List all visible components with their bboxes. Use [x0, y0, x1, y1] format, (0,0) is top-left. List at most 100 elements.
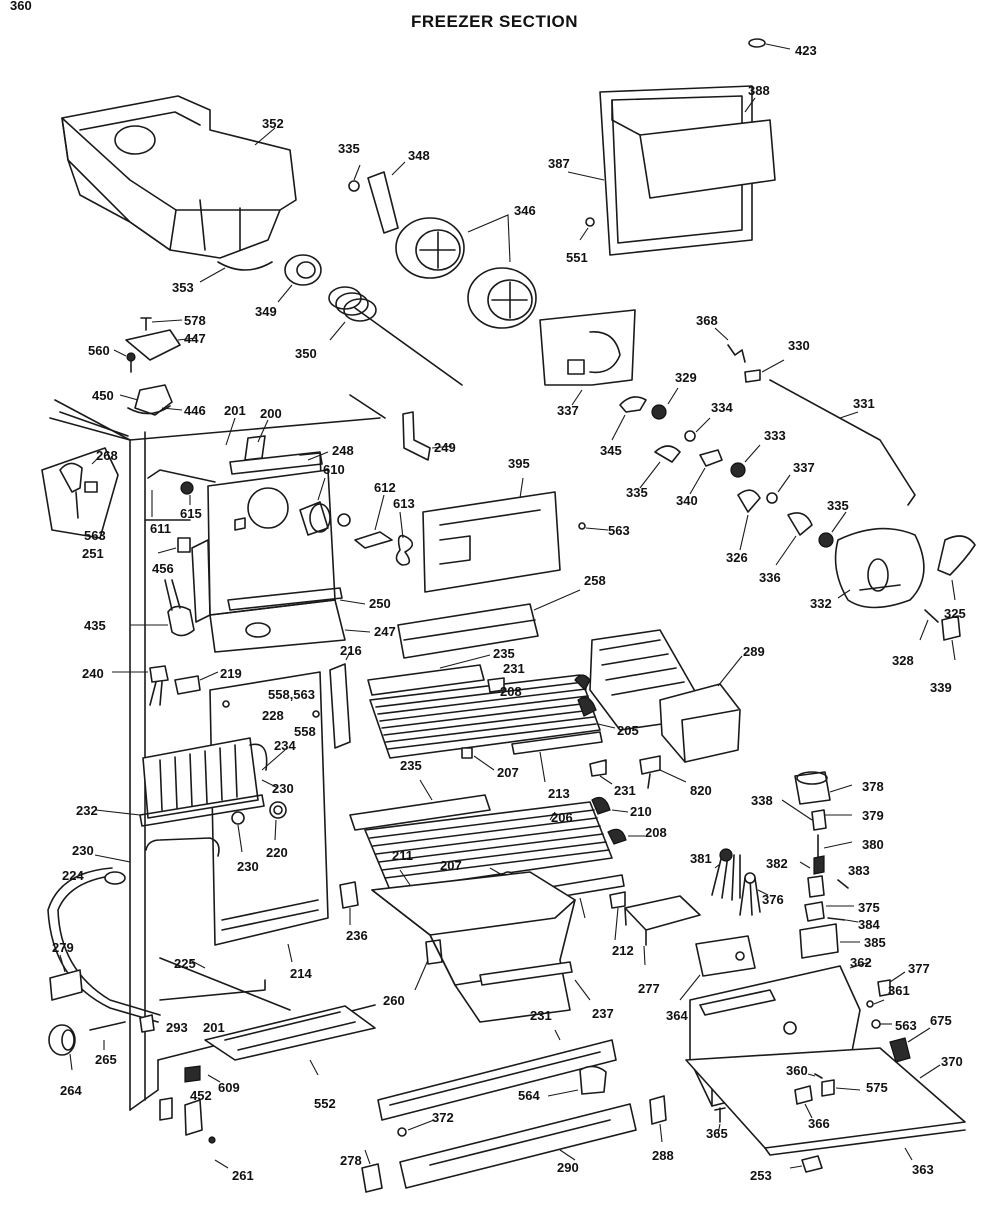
callout-label: 289 — [743, 644, 765, 659]
callout-label: 234 — [274, 738, 296, 753]
part-265-shaft — [89, 1021, 126, 1050]
callout-label: 675 — [930, 1013, 952, 1028]
callout-label: 558,563 — [268, 687, 315, 702]
callout-label: 376 — [762, 892, 784, 907]
callout-label: 348 — [408, 148, 430, 163]
callout-label: 452 — [190, 1088, 212, 1103]
part-335-washer-a — [684, 417, 711, 442]
callout-label: 325 — [944, 606, 966, 621]
part-353-wire — [199, 261, 273, 283]
callout-label: 200 — [260, 406, 282, 421]
callout-label: 334 — [711, 400, 733, 415]
callout-label: 247 — [374, 624, 396, 639]
callout-label: 207 — [497, 765, 519, 780]
part-350-auger — [328, 286, 463, 386]
callout-label: 261 — [232, 1168, 254, 1183]
callout-label: 339 — [930, 680, 952, 695]
callout-label: 340 — [676, 493, 698, 508]
callout-label: 264 — [60, 1083, 82, 1098]
callout-label: 558 — [294, 724, 316, 739]
part-346-blades — [395, 214, 537, 329]
callout-label: 379 — [862, 808, 884, 823]
part-609-452-261 — [159, 1065, 229, 1169]
callout-label: 563 — [895, 1018, 917, 1033]
part-289-clip — [649, 1095, 667, 1143]
callout-label: 612 — [374, 480, 396, 495]
callout-label: 349 — [255, 304, 277, 319]
callout-label: 248 — [332, 443, 354, 458]
part-325-motor — [834, 527, 925, 609]
callout-label: 206 — [551, 810, 573, 825]
callout-label: 231 — [530, 1008, 552, 1023]
part-240-219-switch — [112, 665, 219, 706]
callout-label: 385 — [864, 935, 886, 950]
callout-label: 208 — [500, 684, 522, 699]
callout-label: 277 — [638, 981, 660, 996]
part-339-pin — [919, 609, 939, 641]
part-200-201 — [225, 417, 269, 461]
callout-label: 613 — [393, 496, 415, 511]
part-293-clip — [139, 1014, 155, 1033]
part-220-grommet — [269, 801, 287, 841]
part-337-gear-a — [651, 387, 679, 420]
part-368-bracket — [639, 755, 687, 789]
callout-label: 352 — [262, 116, 284, 131]
part-225-wire — [159, 957, 291, 1011]
callout-label: 338 — [751, 793, 773, 808]
part-370-motor — [679, 935, 756, 1001]
callout-label: 370 — [941, 1054, 963, 1069]
callout-label: 563 — [608, 523, 630, 538]
part-213-strip-a — [511, 731, 603, 783]
part-372-cover — [624, 895, 701, 966]
callout-label: 377 — [908, 961, 930, 976]
diagram-title: FREEZER SECTION — [410, 12, 579, 31]
callout-label: 335 — [338, 141, 360, 156]
callout-label: 372 — [432, 1110, 454, 1125]
callout-label: 378 — [862, 779, 884, 794]
callout-label: 224 — [62, 868, 84, 883]
callout-label: 293 — [166, 1020, 188, 1035]
part-268-inset — [41, 447, 119, 539]
part-235-rail-upper — [367, 654, 491, 696]
callout-label: 361 — [888, 983, 910, 998]
callout-label: 345 — [600, 443, 622, 458]
part-551-screw — [579, 217, 595, 241]
callout-label: 240 — [82, 666, 104, 681]
part-250-evaporator-cover — [191, 469, 371, 653]
callout-label: 250 — [369, 596, 391, 611]
callout-label: 383 — [848, 863, 870, 878]
callout-label: 384 — [858, 917, 880, 932]
callout-label: 236 — [346, 928, 368, 943]
callout-label: 615 — [180, 506, 202, 521]
callout-label: 332 — [810, 596, 832, 611]
part-564-screw — [397, 1119, 435, 1137]
part-230-heater — [145, 811, 245, 857]
callout-label: 560 — [88, 343, 110, 358]
part-378-379-solenoid — [781, 771, 853, 831]
part-288-grille — [399, 1103, 637, 1189]
callout-label: 220 — [266, 845, 288, 860]
callout-label: 213 — [548, 786, 570, 801]
callout-label: 214 — [290, 966, 312, 981]
part-333-cam — [689, 449, 723, 495]
callout-label: 208 — [645, 825, 667, 840]
callout-label: 456 — [152, 561, 174, 576]
callout-label: 210 — [630, 804, 652, 819]
part-364-plug — [889, 1027, 931, 1063]
part-423-grommet — [748, 38, 791, 50]
part-278-valve — [547, 1065, 607, 1097]
part-348-plate — [367, 161, 406, 234]
part-277-rail — [377, 1029, 617, 1121]
callout-label: 395 — [508, 456, 530, 471]
part-290-cap — [361, 1149, 383, 1193]
callout-label: 331 — [853, 396, 875, 411]
callout-label: 387 — [548, 156, 570, 171]
callout-label: 366 — [808, 1116, 830, 1131]
callout-label: 225 — [174, 956, 196, 971]
part-820-ice-maker — [574, 629, 743, 763]
callout-label: 290 — [557, 1160, 579, 1175]
callout-label: 447 — [184, 331, 206, 346]
callout-label: 337 — [793, 460, 815, 475]
